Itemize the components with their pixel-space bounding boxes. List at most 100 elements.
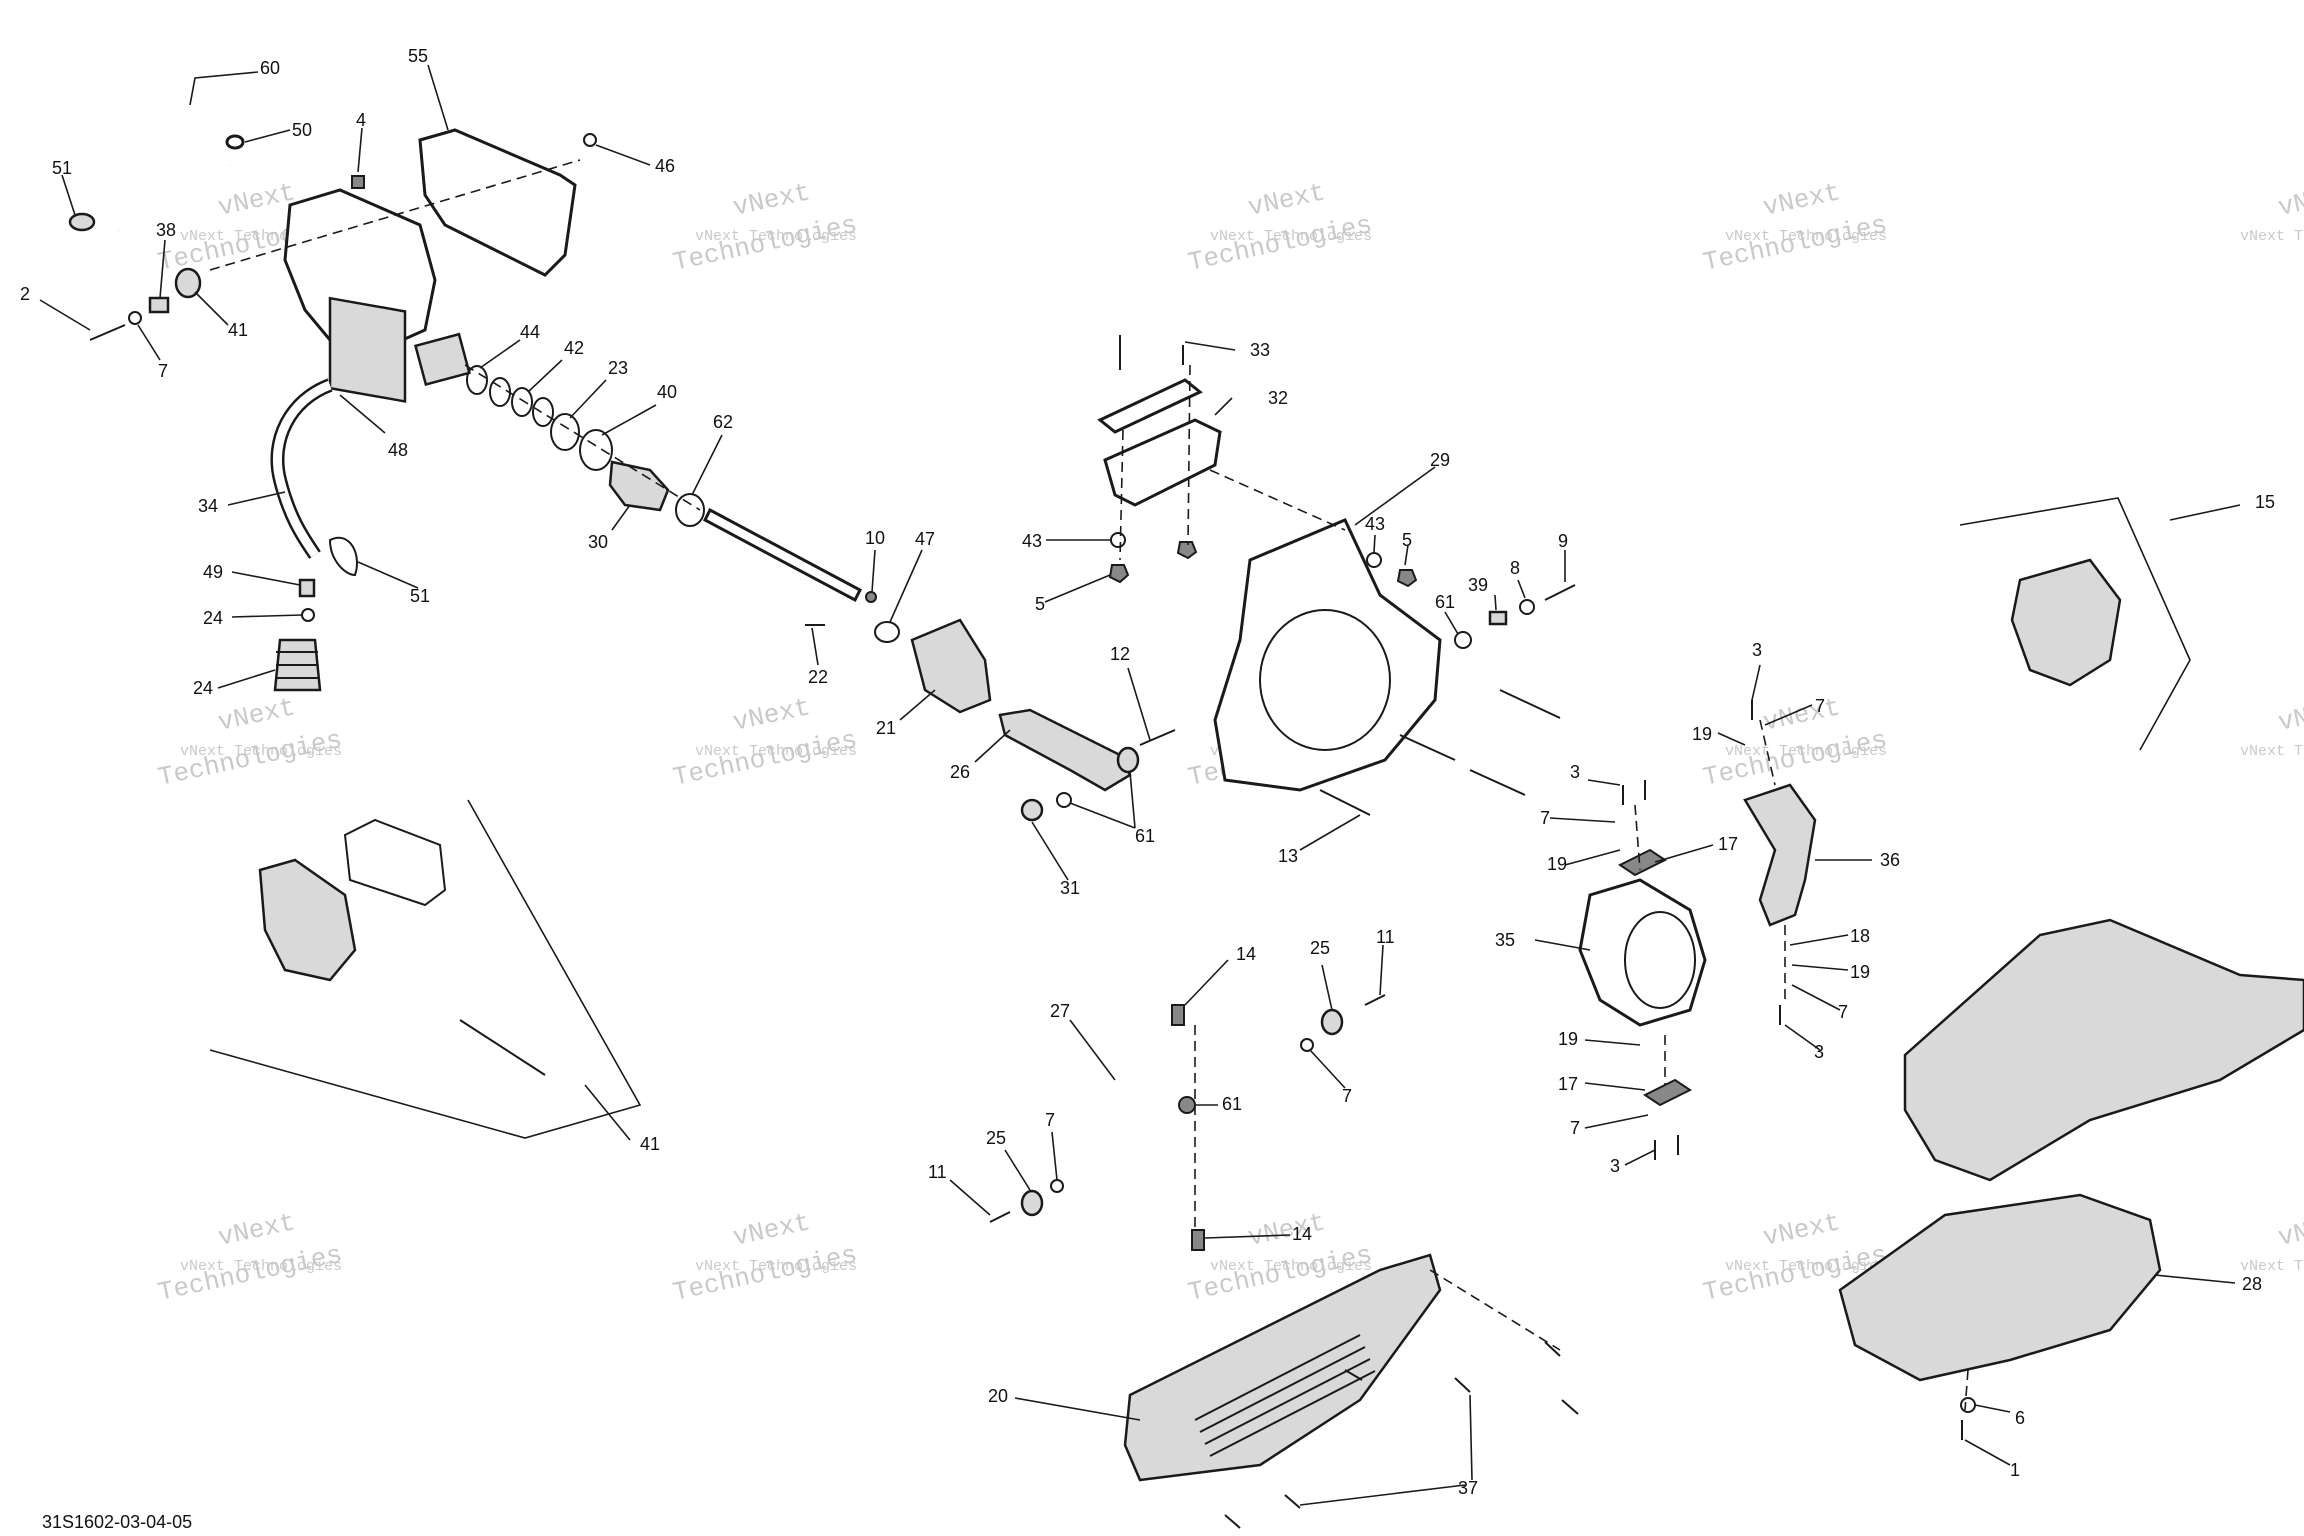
callout-62: 62	[713, 412, 733, 432]
leader-62	[691, 434, 723, 496]
leader-51b	[357, 561, 419, 589]
watermark-text: Technologies	[155, 1240, 344, 1308]
part-14-stud	[1191, 1229, 1205, 1251]
part-35-outlet	[1624, 911, 1696, 1009]
watermark-text: vNext	[2275, 1207, 2304, 1253]
part-31-bushing	[1020, 798, 1044, 822]
callout-39: 39	[1468, 575, 1488, 595]
callout-3d: 3	[1610, 1156, 1620, 1176]
leader-7	[137, 324, 161, 361]
watermark-text: vNext Technologies	[1210, 228, 1372, 245]
part-14-stud	[1171, 1004, 1185, 1026]
callout-6: 6	[2015, 1408, 2025, 1428]
watermark-text: Technologies	[155, 725, 344, 793]
callout-10: 10	[865, 528, 885, 548]
leader-lines	[39, 64, 2241, 1506]
leader-5	[1044, 574, 1111, 603]
leader-22	[811, 627, 819, 666]
leader-38	[159, 239, 166, 299]
leader-3d	[1624, 1149, 1656, 1166]
leader-44	[479, 339, 521, 369]
part-43-washer	[1366, 552, 1382, 568]
callout-7g: 7	[1045, 1110, 1055, 1130]
leader-3b	[1784, 1024, 1821, 1051]
drawing-code: 31S1602-03-04-05	[42, 1512, 192, 1532]
dashed-axis	[1964, 1369, 1969, 1411]
callout-41: 41	[228, 320, 248, 340]
leader-61	[1069, 802, 1136, 829]
callout-25: 25	[1310, 938, 1330, 958]
part-37-screw	[1284, 1494, 1301, 1509]
part-21-bellows	[910, 618, 992, 714]
callout-7e: 7	[1570, 1118, 1580, 1138]
callout-7: 7	[158, 361, 168, 381]
callout-19: 19	[1692, 724, 1712, 744]
part-51-ring	[68, 212, 96, 232]
part-15-callout-wedge	[1959, 497, 2191, 751]
part-37-screw	[1224, 1514, 1241, 1529]
leader-41	[194, 291, 229, 326]
leader-31	[1031, 821, 1069, 881]
callout-28: 28	[2242, 1274, 2262, 1294]
callout-46: 46	[655, 156, 675, 176]
callout-51c: 24	[203, 608, 223, 628]
leader-25b	[1004, 1149, 1031, 1191]
part-13-bolt	[1399, 734, 1456, 761]
inset-41-gasket	[343, 818, 447, 907]
leader-26	[974, 729, 1011, 763]
part-6-washer	[1960, 1397, 1976, 1413]
leader-15	[2169, 504, 2241, 521]
leader-55	[427, 64, 449, 131]
leader-11b	[949, 1179, 991, 1216]
leader-7c	[1791, 984, 1841, 1011]
dashed-axis	[1209, 469, 1346, 531]
callout-27: 27	[1050, 1001, 1070, 1021]
callout-3: 3	[1752, 640, 1762, 660]
watermark-text: vNext	[1760, 692, 1843, 738]
part-20-grille	[1194, 1334, 1376, 1457]
watermark-text: vNext	[1245, 177, 1328, 223]
watermark-text: vNext	[730, 177, 813, 223]
exhaust-cover	[1903, 918, 2304, 1182]
part-34-hose-inner	[272, 380, 332, 558]
watermark: vNext Technologies vNext Technologies	[155, 1207, 344, 1308]
callout-2: 2	[20, 284, 30, 304]
part-62-clamp	[675, 493, 705, 527]
callout-labels: 60 50 51 38 2 7 41 4 55 46 44 42 23 40 6…	[20, 46, 2275, 1498]
watermark-text: vNext	[730, 1207, 813, 1253]
leader-35	[1534, 939, 1591, 951]
leader-28	[2154, 1274, 2236, 1284]
callout-25b: 25	[986, 1128, 1006, 1148]
callout-61: 61	[1135, 826, 1155, 846]
part-39-spacer	[1488, 610, 1508, 626]
callout-7c: 7	[1838, 1002, 1848, 1022]
callout-26: 26	[950, 762, 970, 782]
part-17-mount	[1618, 848, 1667, 877]
callout-23: 23	[608, 358, 628, 378]
part-15-nozzle	[2010, 558, 2122, 687]
callout-44: 44	[520, 322, 540, 342]
part-17-mount	[1643, 1078, 1692, 1107]
callout-55: 55	[408, 46, 428, 66]
part-13-bolt	[1499, 689, 1561, 719]
callout-31: 31	[1060, 878, 1080, 898]
callout-14b: 14	[1292, 1224, 1312, 1244]
leader-13	[1299, 814, 1361, 851]
watermark-text: vNext Technologies	[2240, 743, 2304, 760]
watermark: vNext Technologies vNext Technologies	[670, 177, 859, 278]
part-7-washer	[128, 311, 142, 325]
callout-7b: 7	[1815, 696, 1825, 716]
watermark-text: vNext Technologies	[1725, 1258, 1887, 1275]
leader-10	[871, 549, 876, 593]
watermark: vNext Technologies vNext	[2240, 1207, 2304, 1275]
leader-12	[1127, 667, 1151, 741]
dashed-axis	[209, 159, 581, 271]
watermark-text: vNext Technologies	[695, 228, 857, 245]
part-26-lever	[998, 708, 1132, 792]
part-10-nut	[865, 591, 877, 603]
part-11-screw	[989, 1211, 1011, 1223]
part-41-bearing	[174, 267, 202, 299]
leader-3	[1751, 664, 1761, 701]
watermark-text: vNext Technologies	[2240, 1258, 2304, 1275]
